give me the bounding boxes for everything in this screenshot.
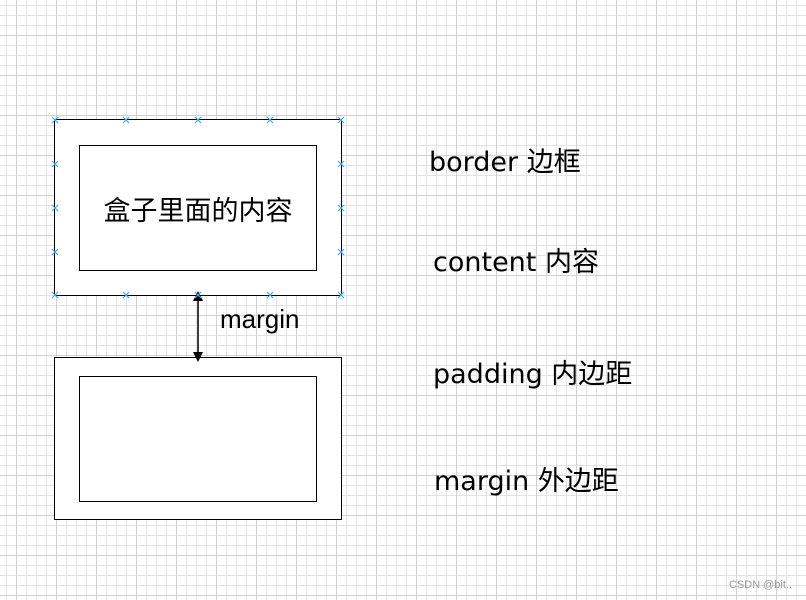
watermark: CSDN @bit..: [728, 579, 792, 591]
inner-box-content[interactable]: 盒子里面的内容: [79, 145, 317, 271]
legend-margin: margin 外边距: [434, 466, 619, 497]
box-content-text: 盒子里面的内容: [103, 195, 293, 227]
legend-border: border 边框: [429, 147, 581, 178]
legend-padding: padding 内边距: [433, 359, 633, 390]
margin-arrow-label: margin: [220, 304, 300, 334]
inner-box-2[interactable]: [79, 376, 317, 502]
legend-content: content 内容: [433, 247, 599, 278]
